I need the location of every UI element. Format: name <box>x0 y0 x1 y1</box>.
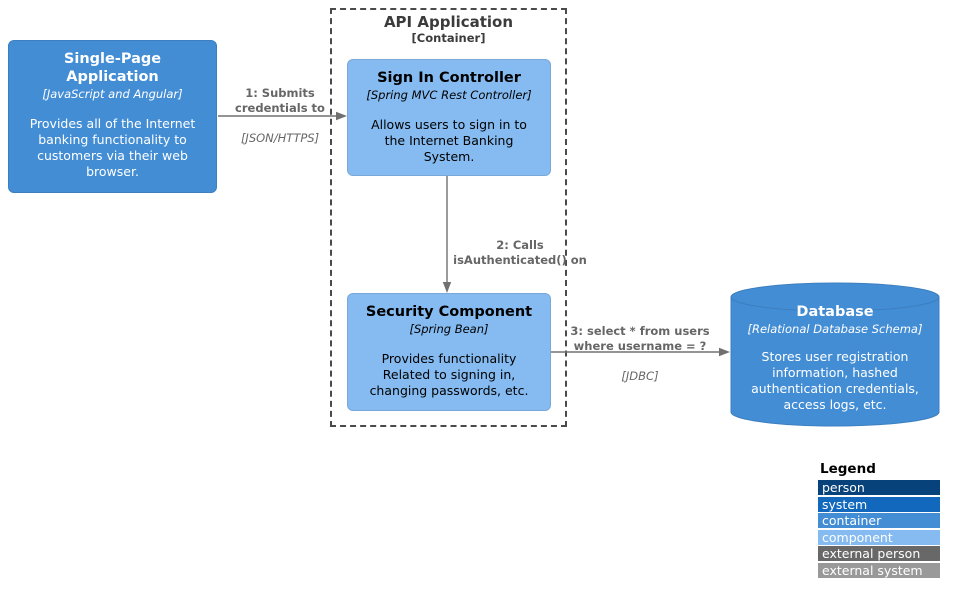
relation-label-text: 3: select * from users where username = … <box>570 323 710 353</box>
node-technology: [Spring Bean] <box>409 322 489 337</box>
node-title: Security Component <box>365 304 533 320</box>
node-single-page-application: Single-Page Application [JavaScript and … <box>8 40 217 193</box>
node-sign-in-controller: Sign In Controller [Spring MVC Rest Cont… <box>347 59 551 176</box>
legend-item-person: person <box>818 480 940 495</box>
relation-1-label: 1: Submits credentials to [JSON/HTTPS] <box>228 71 332 146</box>
relation-technology: [JSON/HTTPS] <box>240 130 320 145</box>
node-security-component: Security Component [Spring Bean] Provide… <box>347 293 551 411</box>
relation-2-label: 2: Calls isAuthenticated() on <box>447 223 593 268</box>
legend-item-external-system: external system <box>818 562 940 578</box>
relation-technology: [JDBC] <box>621 368 659 383</box>
node-description: Provides all of the Internet banking fun… <box>29 116 196 180</box>
legend-item-system: system <box>818 496 940 512</box>
database-cylinder-icon <box>730 282 940 427</box>
legend-item-external-person: external person <box>818 546 940 561</box>
node-title: Database <box>796 304 874 320</box>
node-technology: [Relational Database Schema] <box>747 322 923 337</box>
node-description: Provides functionality Related to signin… <box>369 351 529 399</box>
node-title: Sign In Controller <box>377 70 521 86</box>
node-database: Database [Relational Database Schema] St… <box>730 282 940 427</box>
legend-item-container: container <box>818 513 940 528</box>
node-technology: [Spring MVC Rest Controller] <box>366 88 532 103</box>
legend-item-component: component <box>818 529 940 545</box>
relation-label-text: 2: Calls isAuthenticated() on <box>453 237 587 267</box>
node-description: Stores user registration information, ha… <box>751 349 919 413</box>
legend-title: Legend <box>820 461 876 477</box>
arrowhead-right-icon <box>719 347 730 357</box>
node-technology: [JavaScript and Angular] <box>42 87 183 102</box>
boundary-subtitle: [Container] <box>411 31 486 45</box>
node-description: Allows users to sign in to the Internet … <box>371 117 527 165</box>
relation-label-text: 1: Submits credentials to <box>235 85 325 115</box>
relation-3-label: 3: select * from users where username = … <box>564 309 716 384</box>
node-title: Single-Page Application <box>63 51 162 86</box>
boundary-api-application: API Application [Container] <box>330 8 567 427</box>
boundary-title: API Application <box>383 13 514 31</box>
